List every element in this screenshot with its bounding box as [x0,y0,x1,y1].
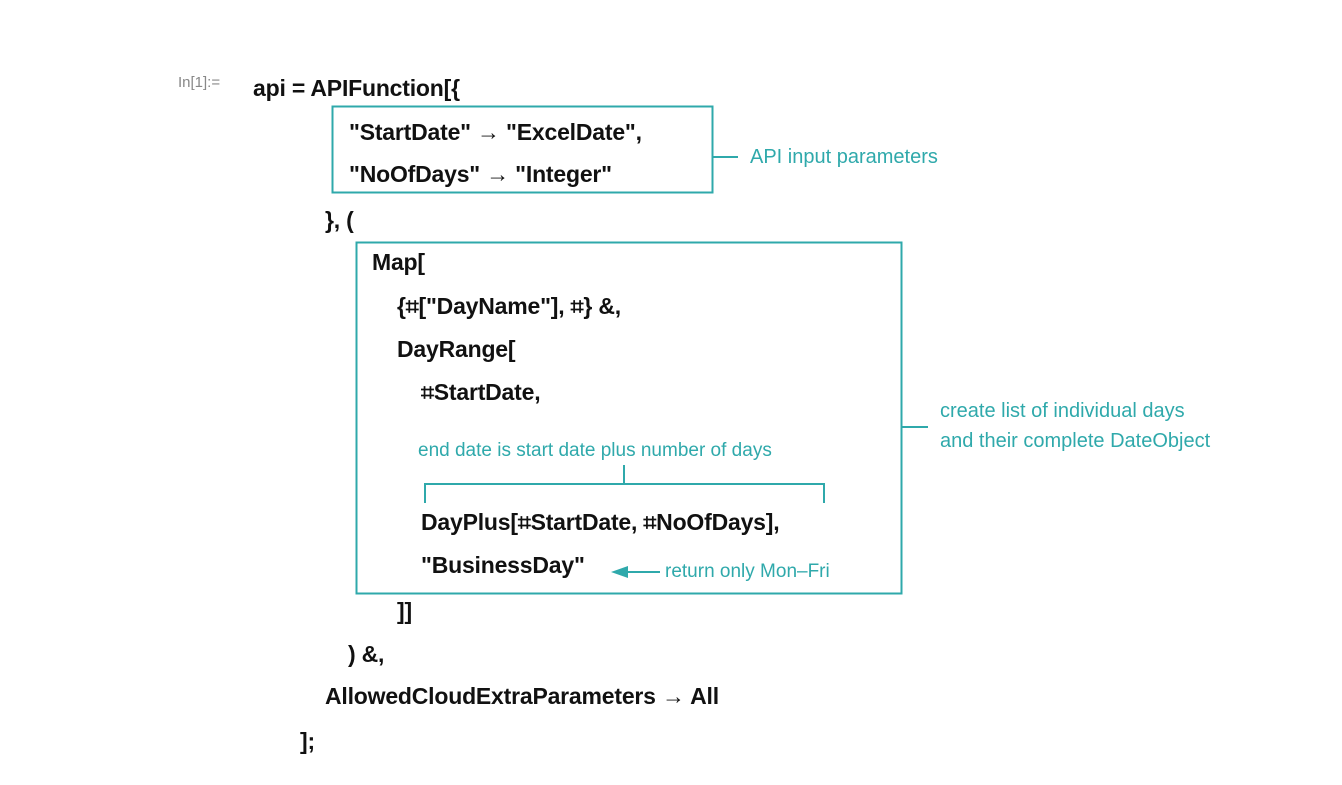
api-params-box [331,105,714,194]
code-line-startdate-slot: ⌗StartDate, [421,379,541,405]
code-line-noofdays-param: "NoOfDays" → "Integer" [349,161,612,187]
map-box [355,241,903,595]
code-line-allowed-params: AllowedCloudExtraParameters → All [325,683,719,709]
code-line-businessday: "BusinessDay" [421,552,585,578]
code-line-close-brackets: ]] [397,598,412,624]
api-params-label: API input parameters [750,146,938,168]
code-line-dayplus: DayPlus[⌗StartDate, ⌗NoOfDays], [421,509,780,535]
business-day-label: return only Mon–Fri [665,561,830,582]
end-date-label: end date is start date plus number of da… [418,440,772,461]
code-line-pure-function: {⌗["DayName"], ⌗} &, [397,293,621,319]
create-list-label-line1: create list of individual days [940,400,1185,422]
code-line-startdate-param: "StartDate" → "ExcelDate", [349,119,642,145]
input-prompt: In[1]:= [178,74,221,91]
code-line-dayrange: DayRange[ [397,336,516,362]
code-line-close-function: ) &, [348,641,385,667]
code-line-end: ]; [300,728,315,754]
business-day-arrow-head [611,566,628,578]
code-line-close-params: }, ( [325,207,354,233]
code-line-api-assignment: api = APIFunction[{ [253,75,460,101]
end-date-bracket [424,465,825,503]
code-line-map: Map[ [372,249,425,275]
create-list-label-line2: and their complete DateObject [940,430,1211,452]
